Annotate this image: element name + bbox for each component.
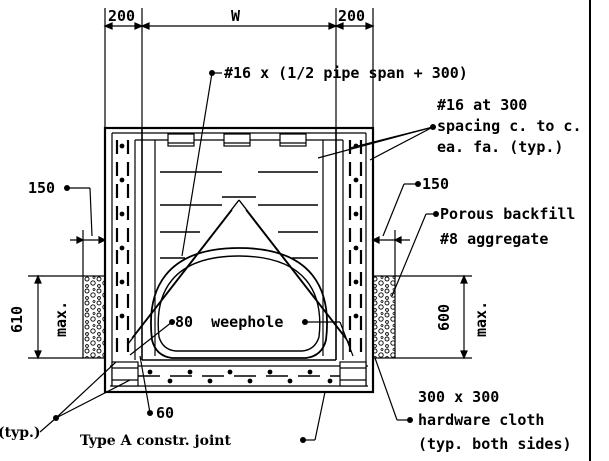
- dim-right-height: 600: [435, 304, 453, 331]
- dim-left-wall: 200: [108, 7, 135, 25]
- culvert-box: [103, 126, 375, 394]
- dim-left-height-qualifier: max.: [52, 301, 70, 337]
- dim-bottom: 60: [156, 404, 174, 422]
- note-backfill-line1: Porous backfill: [440, 205, 575, 223]
- pipe-arch: [150, 247, 328, 359]
- note-cloth-line2: hardware cloth: [418, 411, 544, 429]
- note-spacing-line1: #16 at 300: [437, 96, 527, 114]
- note-backfill-line2: #8 aggregate: [440, 230, 548, 248]
- note-spacing-line3: ea. fa. (typ.): [437, 138, 563, 156]
- note-joint: Type A constr. joint: [80, 433, 231, 449]
- dim-right-cover: 150: [422, 175, 449, 193]
- dim-left-cover: 150: [28, 179, 55, 197]
- dim-right-height-qualifier: max.: [472, 301, 490, 337]
- leader-lines: [39, 72, 436, 441]
- side-dimensions: [28, 230, 472, 360]
- horizontal-rebar: [160, 171, 318, 259]
- dim-width: W: [231, 7, 241, 25]
- corner-blocks: [111, 361, 367, 387]
- note-weephole: 80 weephole: [175, 313, 283, 331]
- leader-dots: [53, 70, 439, 443]
- backfill-left: [82, 275, 106, 359]
- wall-bars: [115, 140, 363, 356]
- dim-right-wall: 200: [338, 7, 365, 25]
- backfill-right: [372, 275, 396, 359]
- top-cap-plates: [167, 133, 307, 147]
- note-spacing-line2: spacing c. to c.: [437, 117, 582, 135]
- note-left-typ: (typ.): [0, 425, 41, 441]
- note-top-bar: #16 x (1/2 pipe span + 300): [224, 64, 468, 82]
- note-cloth-line3: (typ. both sides): [418, 435, 572, 453]
- note-cloth-line1: 300 x 300: [418, 388, 499, 406]
- top-dimensions: [103, 8, 375, 128]
- dim-left-height: 610: [8, 306, 26, 333]
